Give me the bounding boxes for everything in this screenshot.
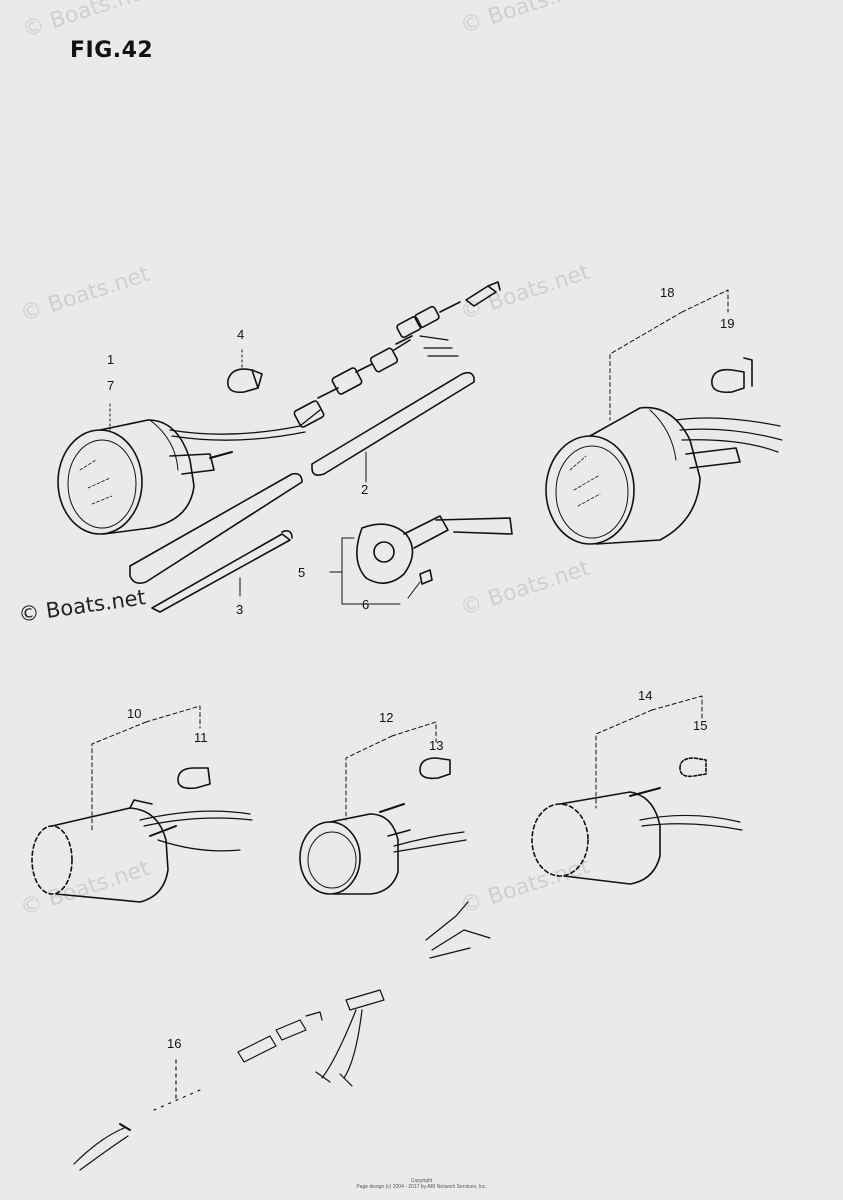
callout-15: 15: [693, 718, 708, 733]
part-16: [73, 1059, 201, 1171]
gauge-part-10: [31, 767, 253, 903]
callout-6: 6: [362, 597, 370, 612]
leader-lines: [91, 289, 729, 831]
copyright-label: Copyright: [410, 1178, 433, 1184]
figure-title: FIG.42: [70, 38, 154, 63]
callout-2: 2: [361, 482, 369, 497]
tachometer-gauge: [57, 281, 501, 535]
callout-7: 7: [107, 378, 115, 393]
callout-13: 13: [429, 738, 444, 753]
callout-18: 18: [660, 285, 675, 300]
gauge-part-12: [299, 757, 467, 895]
callout-11: 11: [194, 730, 208, 745]
wire-harness-pieces: [237, 901, 491, 1087]
fitting-part-5: [356, 515, 513, 599]
callout-4: 4: [237, 327, 245, 342]
callout-16: 16: [167, 1036, 182, 1051]
cable-part-3: [151, 530, 293, 613]
callout-5: 5: [298, 565, 306, 580]
callout-10: 10: [127, 706, 142, 721]
callout-1: 1: [107, 352, 115, 367]
callout-3: 3: [236, 602, 244, 617]
callout-19: 19: [720, 316, 735, 331]
gauge-part-14: [531, 757, 743, 885]
tube-part-2: [129, 371, 475, 584]
speedometer-gauge: [545, 357, 783, 545]
copyright-notice: Page design (c) 2004 - 2017 by ARI Netwo…: [356, 1184, 487, 1190]
callout-12: 12: [379, 710, 394, 725]
callout-14: 14: [638, 688, 653, 703]
